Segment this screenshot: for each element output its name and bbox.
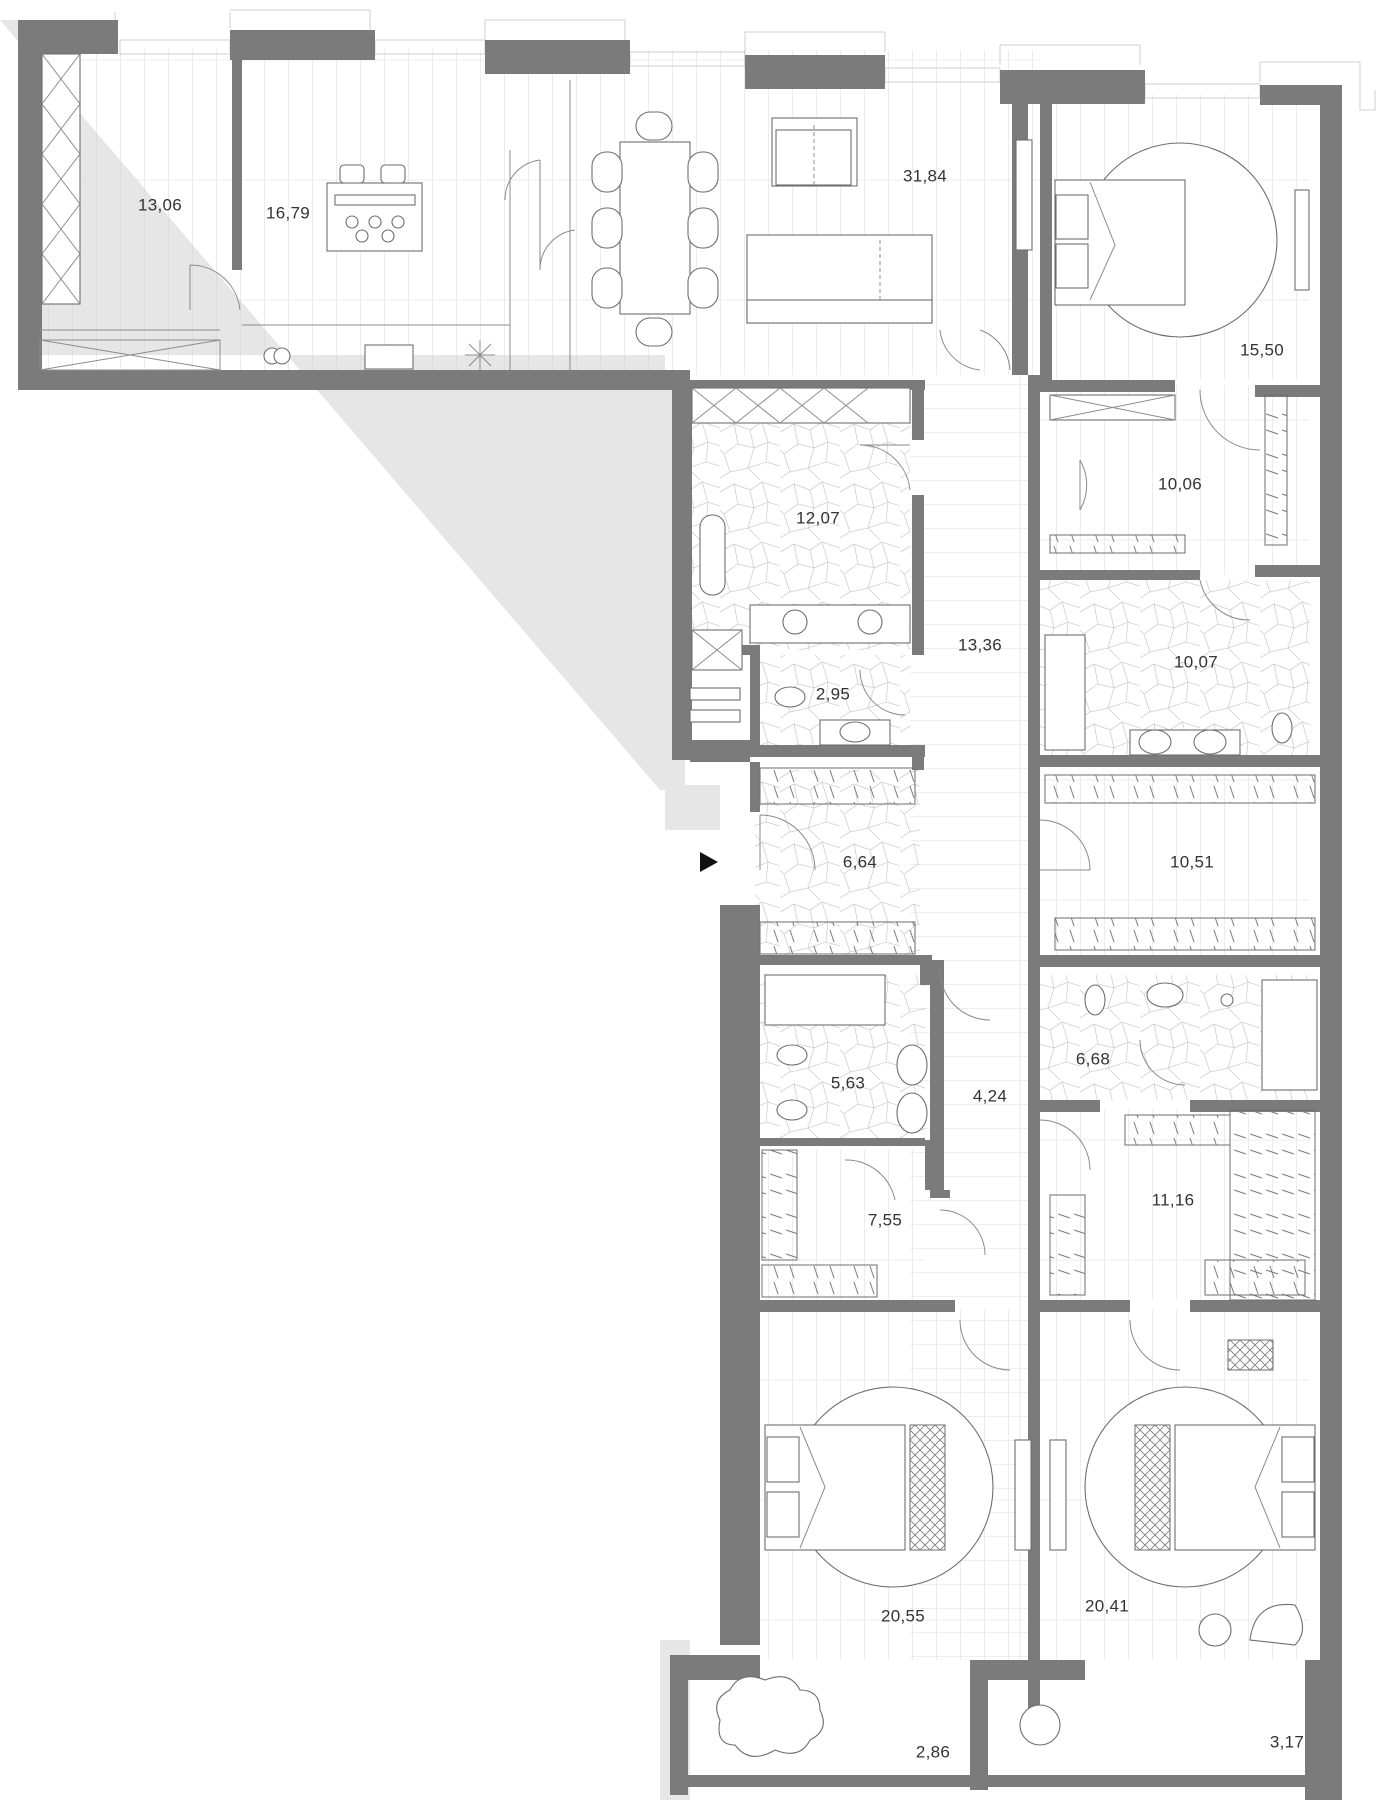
area-label-dressing-room-middle: 10,51 <box>1170 852 1214 871</box>
area-label-guest-wc: 2,95 <box>816 684 850 703</box>
bath-left-fixtures <box>764 974 928 1134</box>
area-label-laundry: 12,07 <box>796 508 840 527</box>
area-label-bedroom-left: 20,55 <box>881 1606 925 1625</box>
balcony-plants <box>716 1676 1061 1757</box>
master-bed <box>1015 139 1310 338</box>
entrance-closets <box>759 767 916 955</box>
area-label-walk-in-closet-top: 10,06 <box>1158 474 1202 493</box>
fixture-lines <box>39 80 571 371</box>
area-label-master-bathroom: 10,07 <box>1174 652 1218 671</box>
bath-right-fixtures <box>1084 979 1318 1091</box>
dressing-side-fixtures <box>761 1109 1316 1301</box>
area-label-storage-left: 13,06 <box>138 195 182 214</box>
storage-cabinet <box>41 53 81 305</box>
area-label-master-bedroom: 15,50 <box>1240 340 1284 359</box>
sofa-set <box>746 117 933 324</box>
guest-wc-fixtures <box>774 686 891 746</box>
area-label-bedroom-right: 20,41 <box>1085 1596 1129 1615</box>
area-label-hall-small: 4,24 <box>973 1086 1007 1105</box>
master-bath-fixtures <box>1044 634 1293 756</box>
laundry-fixtures <box>689 387 911 723</box>
area-label-balcony-right: 3,17 <box>1270 1732 1304 1751</box>
area-label-balcony-left: 2,86 <box>916 1742 950 1761</box>
area-label-dressing-room-left: 7,55 <box>868 1210 902 1229</box>
area-label-bathroom-left: 5,63 <box>831 1073 865 1092</box>
bed-right <box>1049 1339 1316 1647</box>
area-label-kitchen: 16,79 <box>266 203 310 222</box>
dressing-middle-fixtures <box>1044 774 1316 951</box>
dining-table <box>591 111 719 347</box>
area-labels: 13,06 16,79 31,84 15,50 12,07 10,06 13,3… <box>138 166 1304 1761</box>
kitchen-island <box>263 164 495 370</box>
area-label-corridor: 13,36 <box>958 635 1002 654</box>
bed-left <box>764 1386 1032 1588</box>
area-label-dressing-room-right: 11,16 <box>1152 1190 1195 1209</box>
area-label-entrance-hall: 6,64 <box>843 852 877 871</box>
doors <box>189 159 1261 1371</box>
walls <box>18 20 1342 1800</box>
walk-in-closet-top-fixtures <box>1049 394 1288 554</box>
entrance-arrow-icon <box>700 852 718 872</box>
area-label-living-dining: 31,84 <box>903 166 947 185</box>
area-label-bathroom-right: 6,68 <box>1076 1049 1110 1068</box>
